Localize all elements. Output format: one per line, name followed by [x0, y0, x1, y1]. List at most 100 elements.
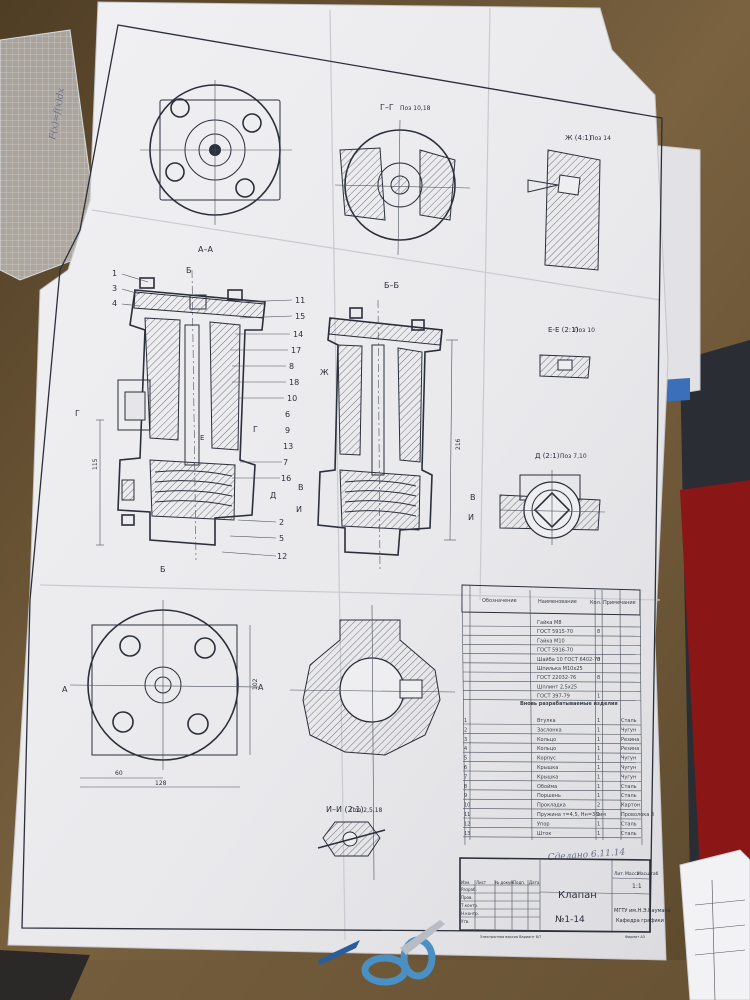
dim-60: 60	[115, 770, 123, 777]
part-row-pos: 5	[464, 756, 467, 762]
callout-3: 3	[112, 284, 117, 293]
title-org1: МГТУ им.Н.Э.Баумана	[614, 908, 671, 914]
part-row-qty: 1	[597, 756, 600, 762]
spec-header-qty: Кол.	[590, 600, 602, 606]
view-i-i: И–И (2:1) Поз 2,5,18	[317, 805, 386, 857]
mark-b-top: Б	[186, 266, 192, 275]
mark-v-right: В	[470, 493, 476, 502]
part-row-qty: 1	[597, 793, 600, 799]
part-row-name: Втулка	[537, 718, 556, 724]
part-row-name: Обойма	[537, 783, 557, 790]
part-row-pos: 3	[464, 737, 467, 743]
part-row-qty: 1	[597, 784, 600, 790]
dim-115: 115	[92, 458, 99, 470]
svg-text:6: 6	[285, 410, 290, 419]
title-doc-no: №1-14	[555, 915, 585, 925]
view-ee-title: Е-Е (2:1)	[548, 326, 579, 334]
dim-102: 102	[252, 678, 259, 690]
mark-a-right: А	[258, 683, 264, 692]
spec-row-name: ГОСТ 22032-76	[537, 675, 576, 681]
svg-text:№ докум.: № докум.	[495, 880, 515, 885]
part-row-pos: 7	[464, 774, 467, 780]
svg-text:Дата: Дата	[529, 880, 540, 885]
part-row-name: Поршень	[537, 793, 561, 799]
part-row-qty: 1	[597, 737, 600, 743]
part-row-pos: 13	[464, 831, 470, 837]
mark-e: Е	[200, 434, 204, 442]
svg-text:7: 7	[283, 458, 288, 467]
spec-row-name: ГОСТ 5915-70	[537, 629, 573, 635]
part-row-mat: Сталь	[621, 821, 637, 827]
part-row-name: Крышка	[537, 765, 558, 771]
svg-text:Утв.: Утв.	[461, 919, 469, 924]
shadow	[0, 950, 90, 1000]
svg-text:15: 15	[295, 312, 305, 321]
part-row-qty: 1	[597, 765, 600, 771]
drawing-frame	[21, 24, 663, 933]
part-row-pos: 4	[464, 746, 467, 752]
callout-leaders	[221, 299, 293, 557]
svg-text:14: 14	[293, 330, 303, 339]
part-row-name: Упор	[537, 821, 550, 827]
section-b-b: Б–Б 216 Ж В В И И	[296, 281, 476, 571]
view-d-pos: Поз 7,10	[560, 453, 587, 460]
mark-g-right: Г	[253, 425, 258, 434]
callout-4: 4	[112, 299, 117, 308]
section-bb-title: Б–Б	[384, 281, 399, 290]
top-view	[140, 80, 292, 225]
part-row-name: Кольцо	[537, 746, 556, 752]
title-org2: Кафедра графики	[616, 918, 664, 924]
spec-row-qty: 8	[597, 675, 600, 681]
view-gg-pos: Поз 10,18	[400, 105, 431, 112]
part-row-name: Пружина т=4,5, Нн=36мм	[537, 812, 606, 818]
part-row-mat: Чугун	[621, 727, 636, 733]
spec-section-title: Вновь разрабатываемые изделия	[520, 700, 618, 707]
dim-128: 128	[155, 780, 167, 787]
spec-row-qty: 8	[597, 629, 600, 635]
part-row-mat: Чугун	[621, 756, 636, 762]
part-row-qty: 2	[597, 803, 600, 809]
view-zh-title: Ж (4:1)	[565, 134, 592, 142]
part-row-mat: Резина	[621, 746, 639, 752]
part-row-qty: 1	[597, 774, 600, 780]
view-ii-title: И–И (2:1)	[326, 805, 364, 814]
svg-text:Лист: Лист	[476, 880, 487, 885]
spec-row-name: ГОСТ 397-79	[537, 694, 570, 700]
spec-row-name: Шплинт 2,5х25	[537, 684, 577, 690]
title-block: Изм. Лист № докум. Подп. Дата Разраб. Пр…	[459, 857, 671, 939]
part-row-mat: Сталь	[621, 784, 637, 790]
part-row-qty: 1	[597, 746, 600, 752]
part-row-pos: 11	[464, 812, 470, 818]
part-row-pos: 10	[464, 803, 470, 809]
spec-row-name: Гайка М8	[537, 619, 562, 626]
svg-text:Изм.: Изм.	[461, 880, 470, 885]
part-row-qty: 1	[597, 718, 600, 724]
callout-1: 1	[112, 269, 117, 278]
svg-text:Пров.: Пров.	[461, 895, 473, 900]
svg-text:Н.контр.: Н.контр.	[461, 911, 479, 916]
title-format: Формат А3	[625, 935, 645, 939]
svg-text:13: 13	[283, 442, 293, 451]
mark-g-left: Г	[75, 409, 80, 418]
svg-text:Т.контр.: Т.контр.	[460, 903, 478, 908]
svg-text:16: 16	[281, 474, 291, 483]
spec-header-note: Примечание	[603, 600, 636, 606]
svg-text:8: 8	[289, 362, 294, 371]
svg-text:9: 9	[285, 426, 290, 435]
svg-text:17: 17	[291, 346, 301, 355]
part-row-mat: Проволока 3	[621, 812, 654, 818]
section-a-a: А–А 115 1 3 4 Б Б	[75, 245, 276, 574]
section-aa-title: А–А	[198, 245, 213, 254]
part-row-qty: 1	[597, 831, 600, 837]
part-row-pos: 6	[464, 765, 467, 771]
part-row-qty: 1	[597, 812, 600, 818]
svg-text:18: 18	[289, 378, 299, 387]
spec-row-qty: 8	[597, 657, 600, 663]
spec-row-name: Шайба 10 ГОСТ 6402-70	[537, 656, 600, 663]
svg-text:Лит.: Лит.	[614, 871, 624, 877]
svg-text:2: 2	[279, 518, 284, 527]
part-row-mat: Резина	[621, 737, 639, 743]
dim-216: 216	[455, 438, 462, 450]
